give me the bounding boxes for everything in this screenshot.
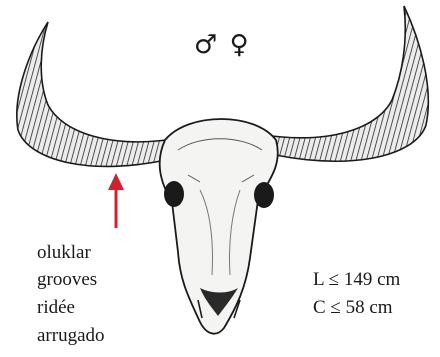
term-spanish: arrugado (37, 326, 105, 345)
term-french: ridée (37, 298, 75, 317)
term-english: grooves (37, 270, 97, 289)
circumference-measurement: C ≤ 58 cm (313, 298, 393, 317)
left-horn (17, 22, 180, 166)
right-horn (258, 6, 428, 161)
term-turkish: oluklar (37, 243, 91, 262)
sex-symbols: ♂ ♀ (194, 32, 251, 58)
length-measurement: L ≤ 149 cm (313, 270, 400, 289)
right-eye-socket (254, 182, 274, 208)
groove-indicator-arrow (108, 173, 124, 228)
left-eye-socket (164, 181, 184, 207)
